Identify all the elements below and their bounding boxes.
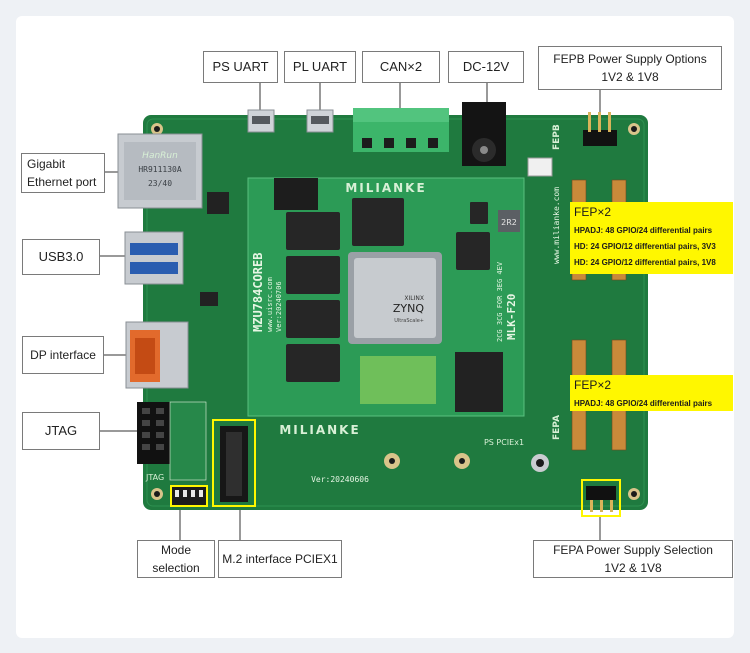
version-silk-text: Ver:20240606 [311,475,369,484]
eth-brand-text: HanRun [142,151,178,161]
callout-mode: Mode selection [137,540,215,578]
callout-fepa-line2: 1V2 & 1V8 [604,561,662,575]
core-version-silk-text: Ver:20240706 [275,281,283,332]
callout-usb: USB3.0 [22,239,100,275]
m2-slot [212,419,256,507]
fep-upper-line-2: HD: 24 GPIO/12 differential pairs, 3V3 [574,242,716,251]
callout-jtag: JTAG [22,412,100,450]
fep-upper-line-1: HPADJ: 48 GPIO/24 differential pairs [574,226,713,235]
pcie-silk-text: PS PCIEx1 [484,438,524,447]
callout-ethernet: Gigabit Ethernet port [21,153,105,193]
callout-jtag-label: JTAG [44,423,78,438]
callout-fepa-power: FEPA Power Supply Selection 1V2 & 1V8 [533,540,733,578]
board-site-silk-text: www.milianke.com [552,187,561,264]
fep-upper-line-3: HD: 24 GPIO/12 differential pairs, 1V8 [574,258,716,267]
callout-ethernet-line1: Gigabit [27,157,66,171]
fep-upper-title: FEP×2 [574,205,612,219]
zynq-soc: XILINX ZYNQ UltraScale+ [348,252,442,344]
fep-lower-title: FEP×2 [574,378,612,392]
connector-usb3 [124,231,184,285]
module-name-silk-text: MLK-F20 [505,294,518,340]
jtag-silk-text: JTAG [145,473,164,482]
jumper-fepa [581,479,621,517]
module-variants-silk-text: 2CG 3CG FOR 3EG 4EV [496,261,504,342]
callout-m2-label: M.2 interface PCIEX1 [222,552,338,566]
fep-lower-highlight: FEP×2 HPADJ: 48 GPIO/24 differential pai… [570,375,733,411]
brand-bottom-silk-text: MILIANKE [279,423,360,437]
jumper-fepb [583,112,617,146]
callout-mode-line1: Mode [160,543,192,557]
fepb-silk-text: FEPB [552,124,562,150]
eth-part-text: HR911130A [138,165,182,174]
ddr-chips [286,198,490,382]
connector-ethernet: HanRun HR911130A 23/40 [117,133,203,209]
callout-fepb-power: FEPB Power Supply Options 1V2 & 1V8 [538,46,722,90]
chip-brand-text: XILINX [404,295,424,302]
chip-family-text: ZYNQ [393,302,424,315]
callout-pl-uart-label: PL UART [292,59,348,74]
callout-can-label: CAN×2 [379,59,423,74]
callout-ps-uart-label: PS UART [212,59,269,74]
connector-can [353,108,449,152]
callout-dp: DP interface [22,336,104,374]
callout-usb-label: USB3.0 [38,249,84,264]
fep-lower-line-1: HPADJ: 48 GPIO/24 differential pairs [574,399,713,408]
leader-lines [100,82,601,540]
connector-jtag [137,402,170,464]
callout-fepa-line1: FEPA Power Supply Selection [553,543,713,557]
callout-fepb-line1: FEPB Power Supply Options [553,52,707,66]
fep-upper-highlight: FEP×2 HPADJ: 48 GPIO/24 differential pai… [570,202,733,274]
website-silk-text: www.uisrc.com [266,277,274,332]
connector-dc-jack [462,102,506,166]
connector-dp [125,321,189,389]
fepa-silk-text: FEPA [552,415,562,440]
chip-sub-text: UltraScale+ [394,318,424,324]
callout-dc: DC-12V [448,51,524,83]
callout-mode-line2: selection [152,561,200,575]
callout-can: CAN×2 [362,51,440,83]
callout-dc-label: DC-12V [462,59,510,74]
connector-pl-uart [306,109,334,133]
callout-ethernet-line2: Ethernet port [27,175,97,189]
model-silk-text: MZU784COREB [251,253,265,332]
callout-dp-label: DP interface [30,348,96,362]
vreg-text: 2R2 [501,218,517,227]
eth-date-text: 23/40 [148,179,172,188]
mode-switch [170,485,208,507]
callout-ps-uart: PS UART [203,51,278,83]
callout-fepb-line2: 1V2 & 1V8 [601,70,659,84]
callout-pl-uart: PL UART [284,51,356,83]
mounting-holes [151,123,640,500]
connector-ps-uart [247,109,275,133]
brand-silk-text: MILIANKE [345,181,426,195]
callout-m2: M.2 interface PCIEX1 [218,540,342,578]
